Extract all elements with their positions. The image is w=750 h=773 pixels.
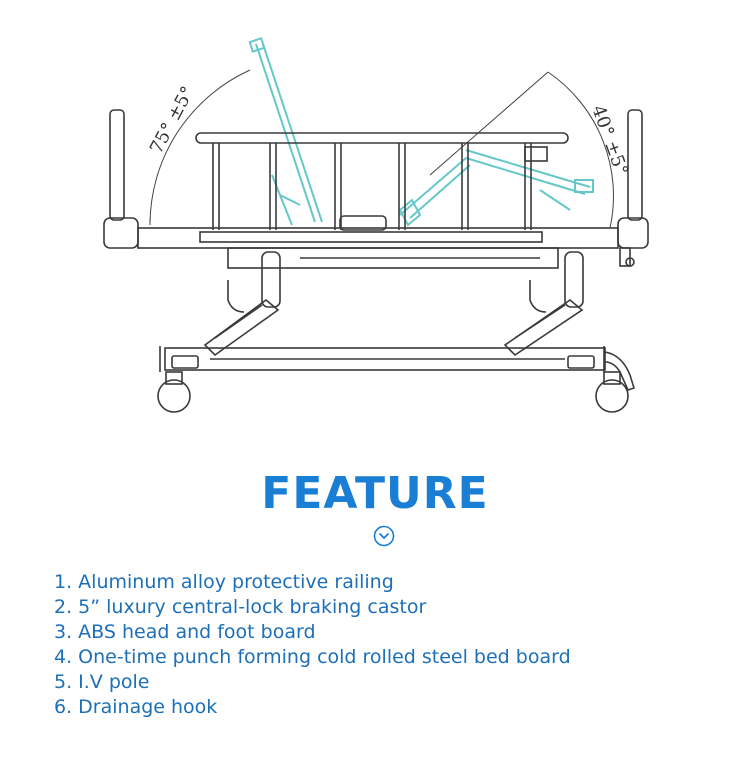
bed-frame bbox=[103, 109, 649, 413]
chevron-down-circle-icon bbox=[373, 525, 395, 547]
hospital-bed-diagram: 75° ±5° 40° ±5° bbox=[103, 37, 649, 413]
feature-list: 1. Aluminum alloy protective railing 2. … bbox=[54, 570, 571, 720]
feature-item: 3. ABS head and foot board bbox=[54, 621, 316, 643]
feature-item: 2. 5” luxury central-lock braking castor bbox=[54, 596, 427, 618]
feature-item: 1. Aluminum alloy protective railing bbox=[54, 571, 394, 593]
feature-item: 6. Drainage hook bbox=[54, 696, 218, 718]
feature-item: 4. One-time punch forming cold rolled st… bbox=[54, 646, 571, 668]
angle-arcs bbox=[149, 69, 614, 229]
feature-item: 5. I.V pole bbox=[54, 671, 150, 693]
head-angle-label: 75° ±5° bbox=[146, 83, 199, 157]
feature-heading: FEATURE bbox=[261, 468, 489, 519]
raised-position-outline bbox=[248, 37, 594, 227]
foot-angle-label: 40° ±5° bbox=[587, 103, 632, 179]
